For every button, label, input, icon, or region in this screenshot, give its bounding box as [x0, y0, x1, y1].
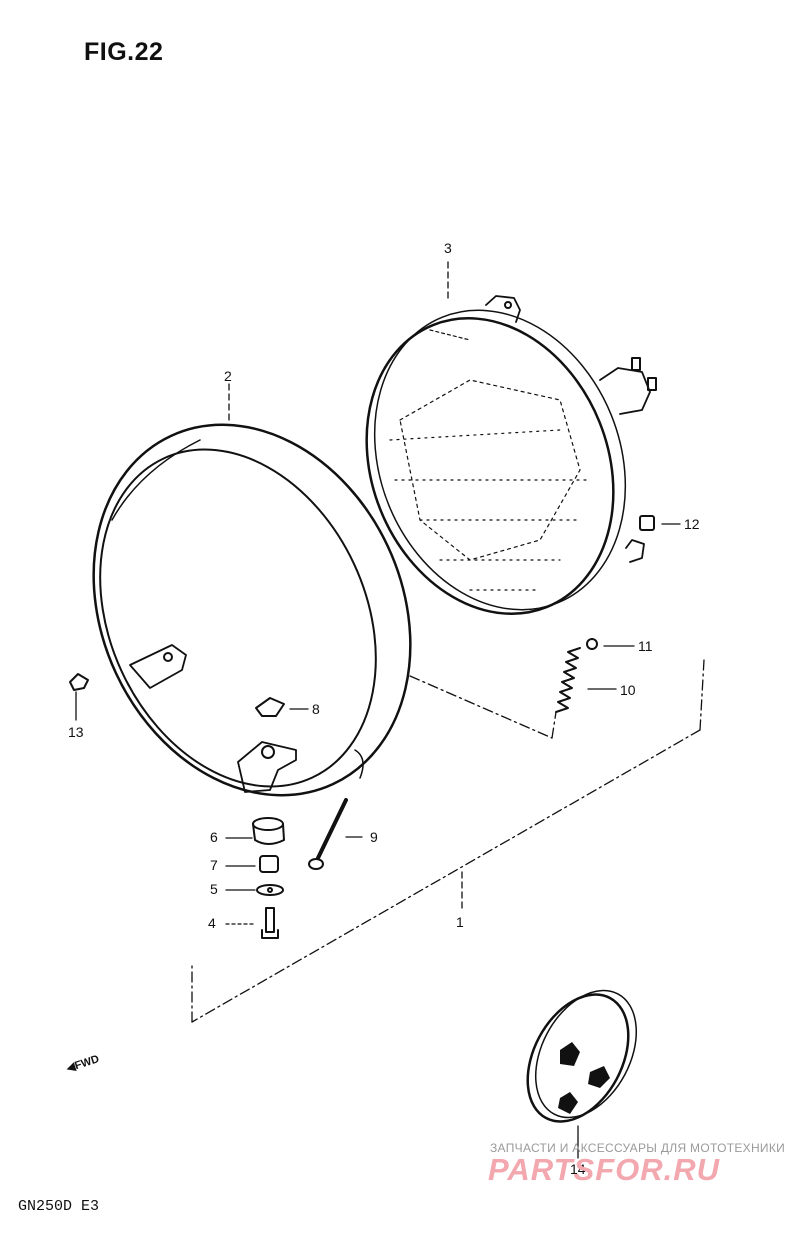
- callout-4: 4: [208, 915, 216, 931]
- spring: [555, 647, 581, 713]
- rim-nut: [255, 697, 285, 717]
- callout-10: 10: [620, 682, 636, 698]
- callout-8: 8: [312, 701, 320, 717]
- callout-14: 14: [570, 1161, 586, 1177]
- leader-lines: [75, 261, 681, 1159]
- callout-9: 9: [370, 829, 378, 845]
- figure-title: FIG.22: [84, 38, 164, 66]
- rim-screw: [69, 673, 89, 691]
- callout-1: 1: [456, 914, 464, 930]
- callout-11: 11: [638, 638, 653, 654]
- sealed-beam-unit: [365, 295, 657, 615]
- callout-5: 5: [210, 881, 218, 897]
- lamp-lens: [526, 989, 638, 1123]
- watermark-tagline: ЗАПЧАСТИ И АКСЕССУАРЫ ДЛЯ МОТОТЕХНИКИ: [490, 1141, 786, 1155]
- mounting-stack: [252, 817, 285, 939]
- adjusting-screw: [308, 798, 348, 870]
- callout-3: 3: [444, 240, 452, 256]
- watermark-brand: PARTSFOR.RU: [488, 1152, 721, 1187]
- callout-6: 6: [210, 829, 218, 845]
- model-code: GN250D E3: [18, 1198, 100, 1215]
- callout-12: 12: [684, 516, 700, 532]
- headlight-rim: [92, 423, 412, 797]
- nut: [586, 638, 598, 650]
- clip-nut: [639, 515, 655, 531]
- callout-7: 7: [210, 857, 218, 873]
- callout-13: 13: [68, 724, 84, 740]
- callout-2: 2: [224, 368, 232, 384]
- assembly-bracket: [191, 659, 705, 1023]
